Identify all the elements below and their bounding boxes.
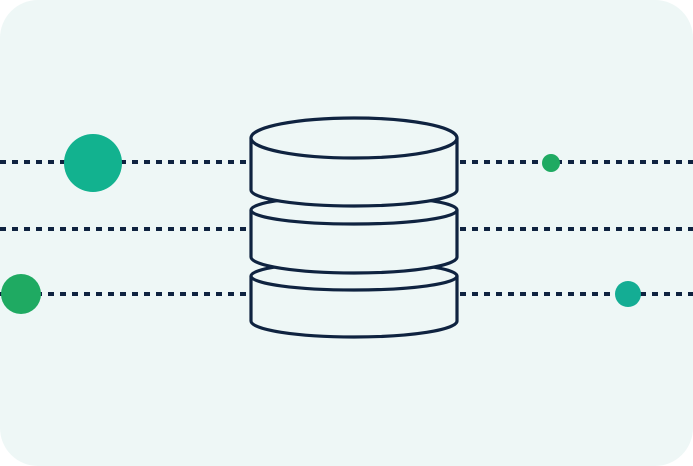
node-dot-green-left [1, 274, 41, 314]
database-icon [249, 116, 459, 339]
connection-lines [0, 160, 693, 296]
database-disk-bottom-top-edge [249, 275, 459, 292]
node-dot-large-teal [64, 134, 122, 192]
database-disk-top-lid [249, 116, 459, 160]
database-disk-middle-top-edge [249, 209, 459, 226]
node-dot-small-teal [615, 281, 641, 307]
node-dot-small-green [542, 154, 560, 172]
